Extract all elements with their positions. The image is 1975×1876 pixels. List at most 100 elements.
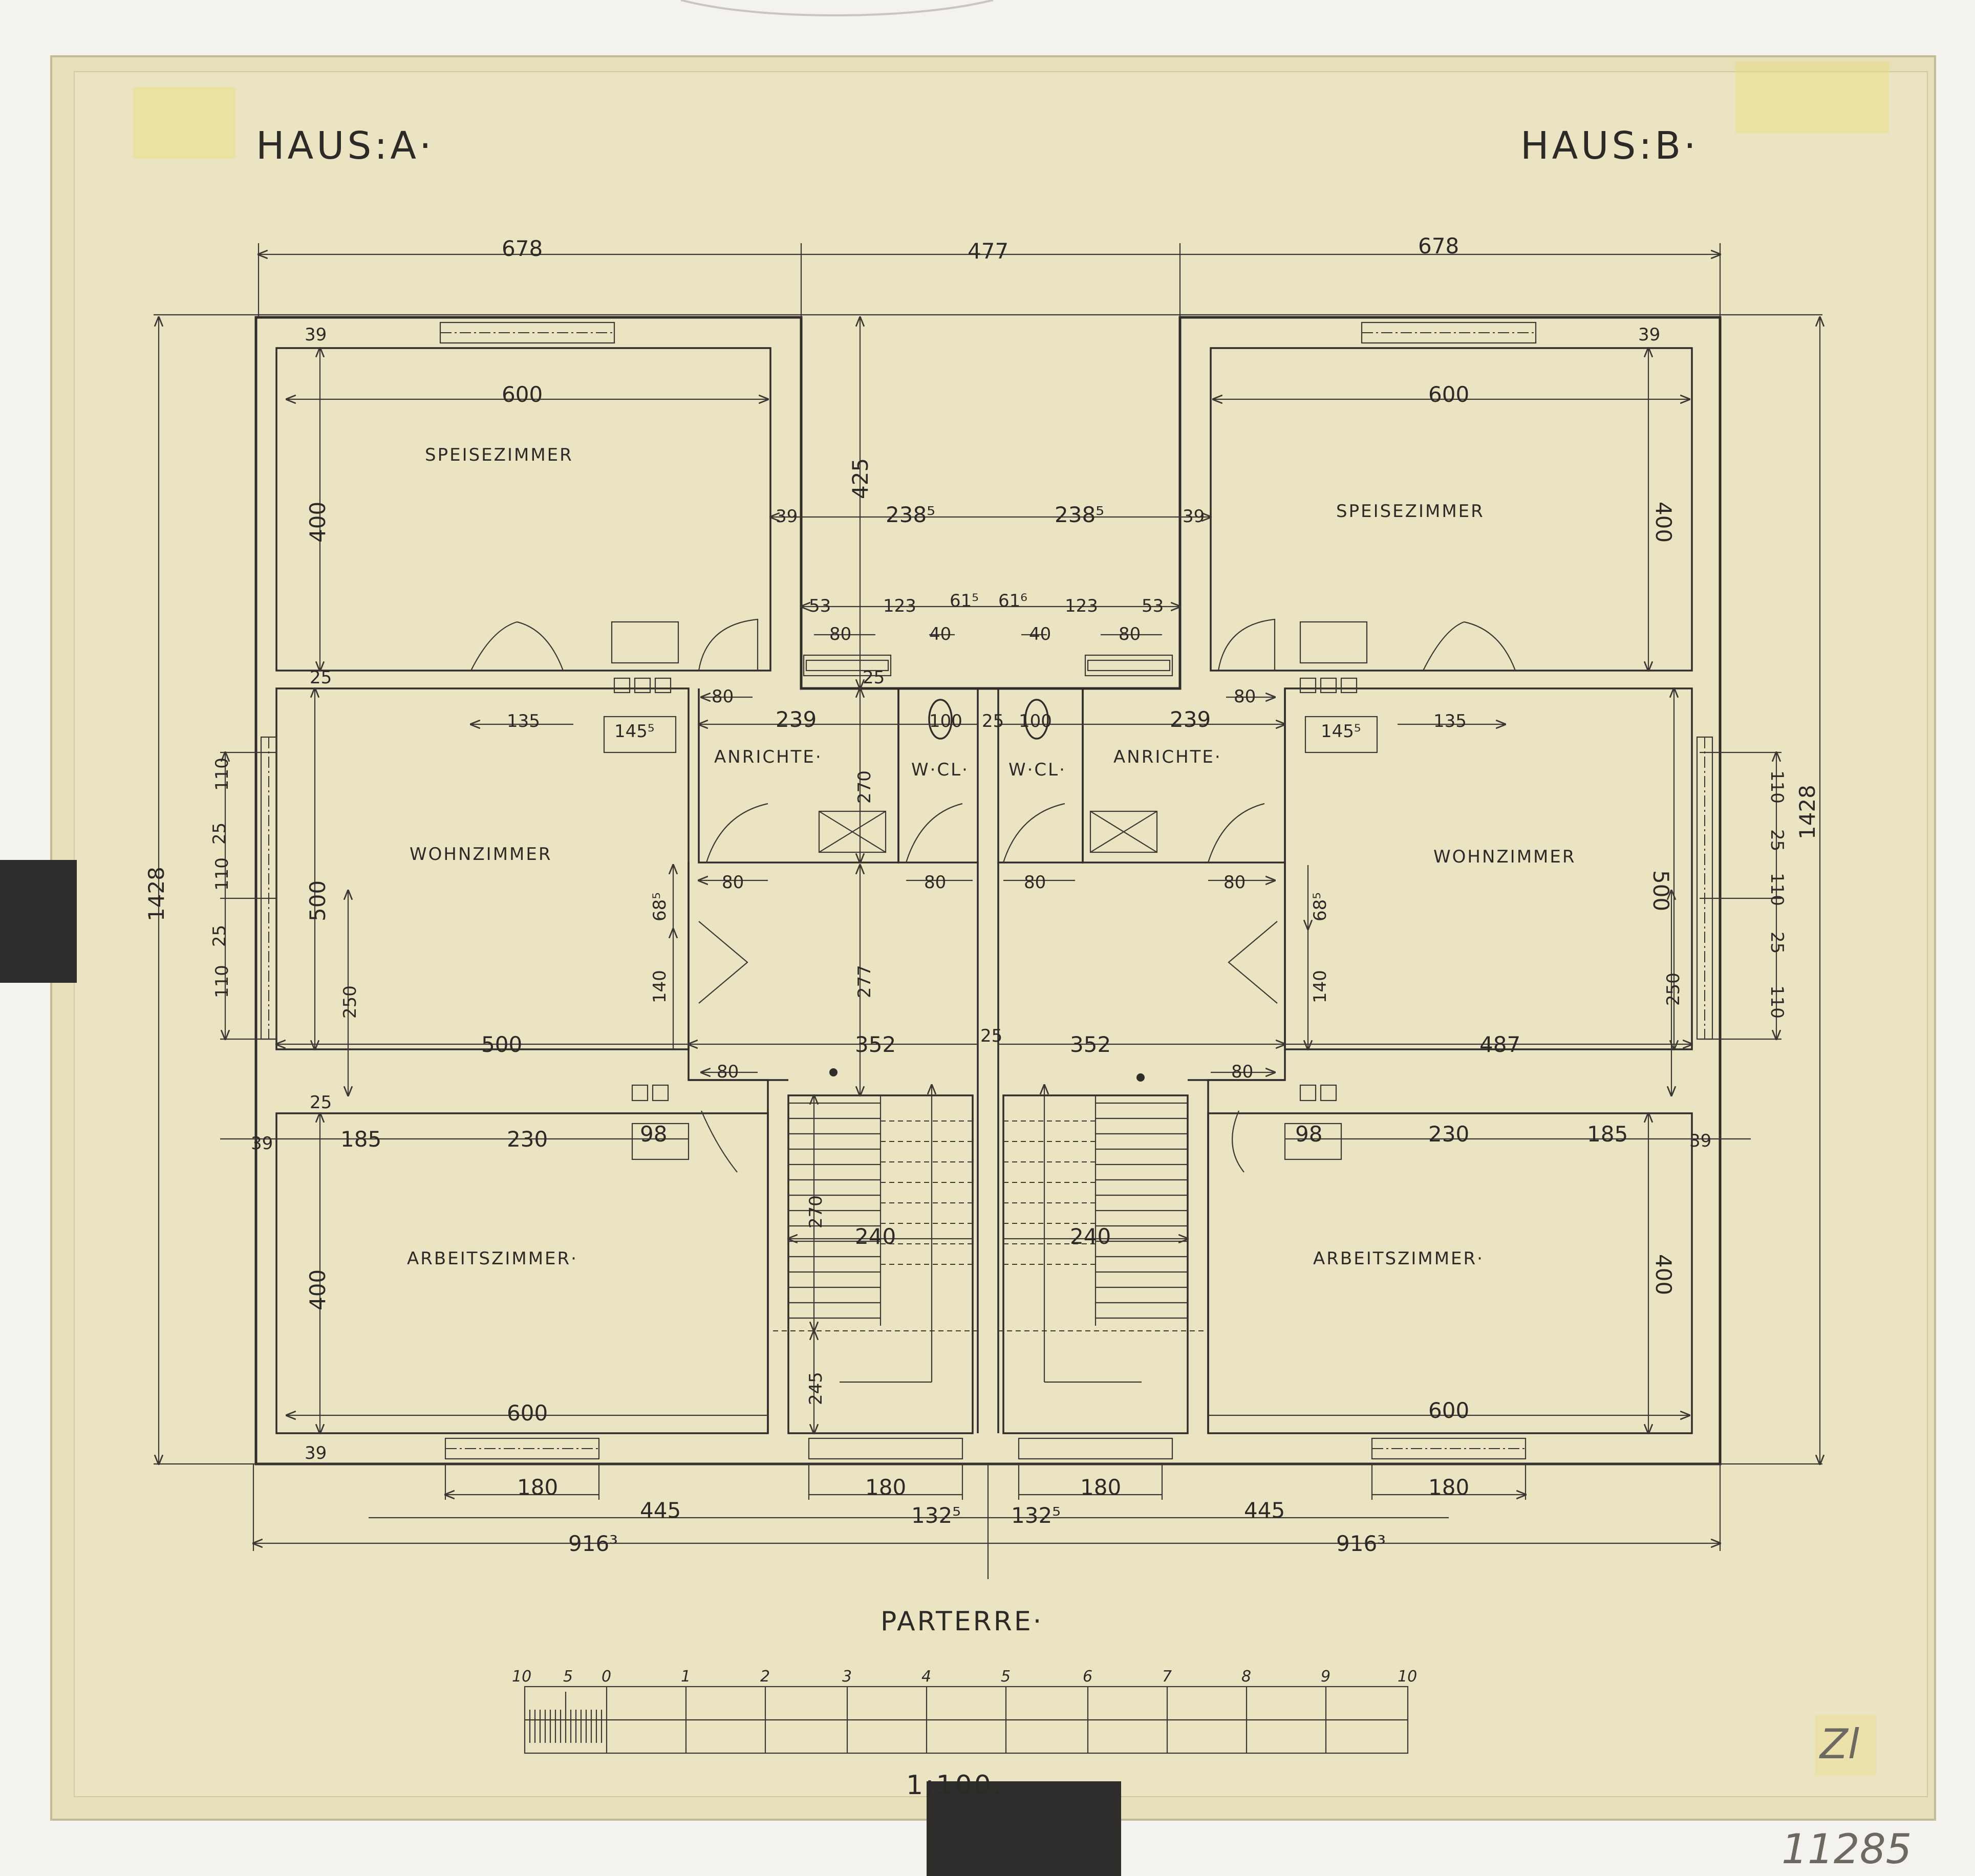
room-labels: SPEISEZIMMER SPEISEZIMMER WOHNZIMMER WOH… (407, 445, 1576, 1269)
dim-label: 110 (1767, 985, 1787, 1019)
dim-label: 25 (982, 711, 1004, 731)
room-speisezimmer-b: SPEISEZIMMER (1336, 501, 1485, 522)
dim-label: 445 (640, 1498, 681, 1523)
dim-label: 145⁵ (614, 721, 655, 742)
dimension-labels: 678 477 678 1428 1428 39 39 600 600 400 … (144, 233, 1820, 1556)
dim-label: 400 (1651, 502, 1676, 543)
dim-label: 500 (305, 880, 330, 921)
dim-label: 600 (1428, 382, 1469, 407)
dim-label: 477 (968, 239, 1008, 264)
dim-label: 240 (1070, 1224, 1111, 1249)
scale-tick: 7 (1162, 1668, 1172, 1686)
dim-label: 250 (1663, 973, 1684, 1006)
scale-tick: 2 (760, 1668, 770, 1686)
dim-label: 678 (502, 236, 543, 261)
dim-label: 80 (1119, 624, 1141, 644)
dim-label: 80 (924, 872, 946, 893)
dim-label: 110 (212, 857, 232, 891)
dim-label: 500 (1648, 870, 1673, 911)
initials-mark: Zl (1819, 1720, 1859, 1768)
dim-label: 40 (929, 624, 951, 644)
dim-label: 80 (722, 872, 744, 893)
dim-label: 80 (1234, 686, 1256, 707)
drawing-title: PARTERRE· (881, 1606, 1043, 1637)
dim-label: 145⁵ (1321, 721, 1361, 742)
dim-label: 53 (1142, 596, 1164, 616)
dim-label: 25 (310, 667, 332, 688)
dim-label: 180 (517, 1475, 558, 1500)
scale-tick: 9 (1321, 1668, 1330, 1686)
dim-label: 110 (1767, 770, 1787, 804)
dim-label: 445 (1244, 1498, 1285, 1523)
binding-clip (0, 860, 77, 983)
dim-label: 123 (883, 596, 916, 616)
dim-label: 25 (209, 823, 230, 845)
room-wohnzimmer-a: WOHNZIMMER (410, 844, 552, 865)
dim-label: 600 (1428, 1398, 1469, 1423)
dim-label: 239 (1170, 707, 1211, 732)
dim-label: 425 (848, 458, 873, 499)
dim-label: 352 (855, 1032, 896, 1057)
dim-label: 270 (854, 770, 875, 804)
dim-label: 400 (305, 502, 330, 543)
dim-label: 39 (305, 1443, 327, 1463)
scale-tick: 3 (842, 1668, 852, 1686)
dim-label: 238⁵ (1055, 502, 1104, 527)
dim-label: 678 (1418, 233, 1459, 258)
dim-label: 110 (212, 758, 232, 791)
dim-label: 80 (717, 1062, 739, 1082)
dim-label: 25 (1767, 829, 1787, 851)
dim-label: 98 (640, 1122, 667, 1147)
dim-label: 140 (650, 970, 670, 1003)
tape-mark (1815, 1715, 1876, 1776)
dim-label: 80 (829, 624, 851, 644)
binding-clip (927, 1781, 1121, 1876)
room-wohnzimmer-b: WOHNZIMMER (1433, 847, 1576, 867)
dim-label: 39 (776, 506, 798, 527)
dim-label: 600 (507, 1400, 548, 1426)
dim-label: 135 (507, 711, 540, 731)
dim-label: 140 (1310, 970, 1330, 1003)
room-speisezimmer-a: SPEISEZIMMER (425, 445, 573, 465)
dim-label: 39 (305, 325, 327, 345)
dim-label: 80 (712, 686, 734, 707)
dim-label: 400 (1651, 1254, 1676, 1295)
dim-label: 123 (1065, 596, 1098, 616)
dim-label: 185 (340, 1127, 381, 1152)
tape-mark (133, 87, 235, 159)
room-arbeitszimmer-a: ARBEITSZIMMER· (407, 1248, 578, 1269)
scale-bar: 10 5 0 1 2 3 4 5 6 7 8 9 10 (512, 1668, 1417, 1754)
dim-label: 239 (776, 707, 817, 732)
dim-label: 500 (481, 1032, 522, 1057)
dim-label: 98 (1295, 1122, 1322, 1147)
dim-label: 180 (1428, 1475, 1469, 1500)
dim-label: 110 (212, 965, 232, 998)
dim-label: 100 (1019, 711, 1052, 731)
scale-tick: 0 (602, 1668, 611, 1686)
dim-label: 916³ (568, 1531, 618, 1556)
dim-label: 25 (1767, 932, 1787, 954)
dim-label: 25 (863, 667, 885, 688)
dim-label: 238⁵ (886, 502, 935, 527)
house-a-label: HAUS:A· (256, 124, 434, 168)
dim-label: 25 (980, 1026, 1002, 1046)
house-b-label: HAUS:B· (1520, 124, 1699, 168)
dimension-lines (154, 243, 1822, 1579)
scale-tick: 4 (921, 1668, 931, 1686)
dim-label: 39 (1183, 506, 1205, 527)
archive-number: 11285 (1781, 1825, 1912, 1873)
dim-label: 400 (305, 1269, 330, 1310)
pencil-arc (680, 0, 994, 16)
dim-label: 25 (310, 1092, 332, 1113)
dim-label: 250 (340, 985, 360, 1019)
dim-label: 40 (1029, 624, 1051, 644)
scale-tick: 10 (512, 1668, 531, 1686)
scale-tick: 5 (563, 1668, 573, 1686)
dim-label: 1428 (1795, 785, 1820, 839)
dim-label: 185 (1587, 1122, 1628, 1147)
dim-label: 80 (1223, 872, 1246, 893)
dim-label: 68⁵ (1310, 892, 1330, 921)
dim-label: 600 (502, 382, 543, 407)
dim-label: 352 (1070, 1032, 1111, 1057)
